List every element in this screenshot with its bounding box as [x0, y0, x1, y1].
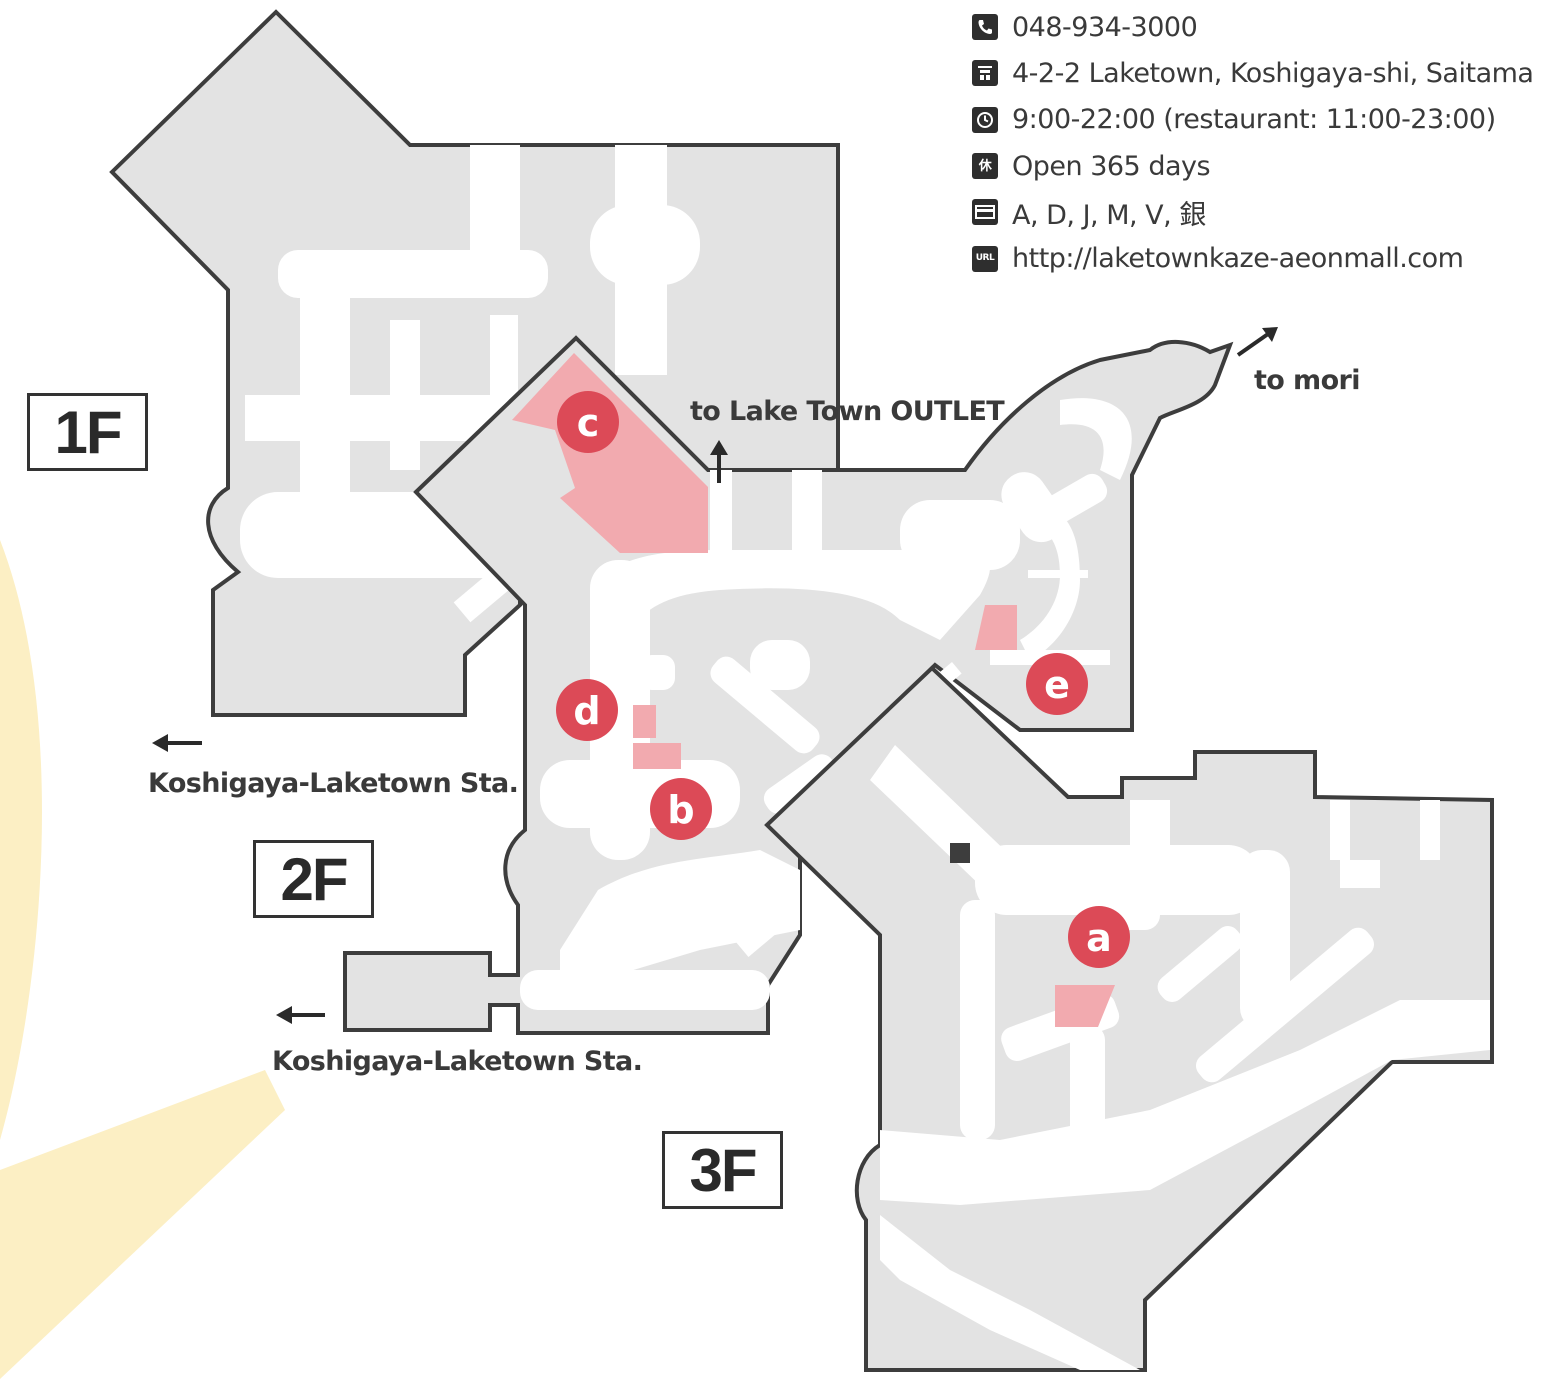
holidays-text: Open 365 days — [1012, 150, 1211, 182]
arrow-up-right-icon — [1236, 327, 1278, 357]
shop-highlights — [512, 353, 1115, 1027]
direction-mori-label: to mori — [1254, 365, 1361, 396]
arrow-left-icon — [276, 1006, 325, 1024]
info-hours: 9:00-22:00 (restaurant: 11:00-23:00) — [972, 97, 1533, 143]
info-address: 4-2-2 Laketown, Koshigaya-shi, Saitama — [972, 50, 1534, 96]
marker-e: e — [1026, 653, 1088, 715]
floor-label-2f: 2F — [253, 840, 374, 918]
cards-text: A, D, J, M, V, 銀 — [1012, 199, 1206, 231]
address-text: 4-2-2 Laketown, Koshigaya-shi, Saitama — [1012, 57, 1534, 89]
building-icon — [972, 60, 998, 87]
direction-outlet-label: to Lake Town OUTLET — [690, 396, 1005, 427]
hours-text: 9:00-22:00 (restaurant: 11:00-23:00) — [1012, 104, 1496, 136]
floor-3f-building — [764, 665, 1494, 1372]
svg-text:a: a — [1086, 916, 1112, 960]
marker-d: d — [556, 679, 618, 741]
info-url: URL http://laketownkaze-aeonmall.com — [972, 235, 1533, 281]
credit-card-icon — [972, 199, 998, 226]
floor-1f-building — [109, 9, 840, 717]
highlight-a — [1055, 985, 1115, 1027]
highlight-c — [512, 353, 708, 553]
shop-markers: c d b e a — [556, 391, 1130, 968]
website-link[interactable]: http://laketownkaze-aeonmall.com — [1012, 243, 1464, 275]
info-cards: A, D, J, M, V, 銀 — [972, 189, 1533, 235]
floor-label-3f: 3F — [662, 1131, 783, 1209]
svg-text:d: d — [573, 689, 600, 733]
direction-station-label-1f: Koshigaya-Laketown Sta. — [148, 768, 519, 799]
marker-c: c — [557, 391, 619, 453]
closed-day-icon: 休 — [972, 153, 998, 180]
info-holidays: 休 Open 365 days — [972, 143, 1533, 189]
svg-text:b: b — [667, 788, 694, 832]
direction-arrows — [152, 327, 1278, 1024]
svg-text:c: c — [577, 401, 600, 445]
shop-info: 048-934-3000 4-2-2 Laketown, Koshigaya-s… — [972, 4, 1534, 282]
highlight-e — [975, 605, 1017, 650]
url-icon: URL — [972, 245, 998, 272]
clock-icon — [972, 106, 998, 133]
marker-a: a — [1068, 906, 1130, 968]
phone-number[interactable]: 048-934-3000 — [1012, 11, 1198, 43]
light-beam — [0, 540, 285, 1379]
floor-2f-building — [343, 335, 1234, 1035]
phone-icon — [972, 14, 998, 41]
arrow-up-icon — [710, 440, 728, 483]
marker-b: b — [650, 778, 712, 840]
svg-text:e: e — [1044, 663, 1070, 707]
info-phone: 048-934-3000 — [972, 4, 1533, 50]
highlight-b — [633, 743, 681, 769]
arrow-left-icon — [152, 734, 202, 752]
highlight-d — [633, 705, 656, 738]
direction-station-label-2f: Koshigaya-Laketown Sta. — [272, 1046, 643, 1077]
floor-label-1f: 1F — [27, 393, 148, 471]
